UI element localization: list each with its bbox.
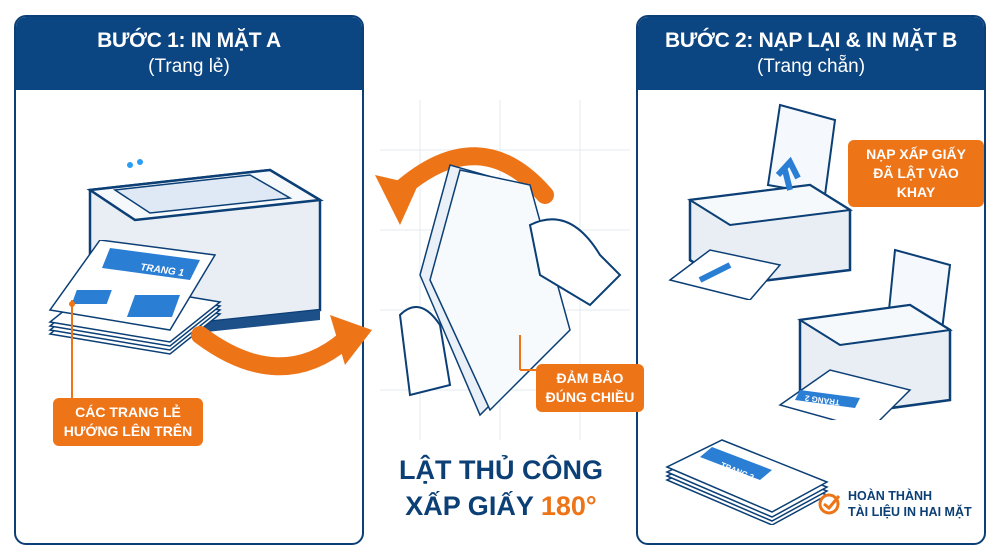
printer-illustration-step2-bottom: TRANG 2: [778, 248, 953, 420]
check-circle-icon: [818, 493, 841, 515]
glove-left-icon: [398, 306, 452, 397]
callout-line: NẠP XẤP GIẤY: [866, 146, 966, 162]
title-line1: LẬT THỦ CÔNG: [399, 455, 603, 485]
callout-line: CÁC TRANG LẺ: [75, 404, 181, 420]
flipping-paper-illustration: [398, 164, 622, 417]
manual-flip-title: LẬT THỦ CÔNG XẤP GIẤY 180°: [370, 452, 632, 524]
callout-load-flipped-stack: NẠP XẤP GIẤY ĐÃ LẬT VÀO KHAY: [848, 140, 984, 207]
glove-right-icon: [528, 218, 622, 307]
done-line2: TÀI LIỆU IN HAI MẶT: [848, 505, 972, 519]
callout-line-step1: [69, 300, 75, 400]
callout-line: ĐẢM BẢO: [556, 370, 624, 386]
page-stack-step1: TRANG 1: [48, 240, 222, 355]
callout-correct-orientation: ĐẢM BẢO ĐÚNG CHIỀU: [536, 364, 644, 412]
done-line1: HOÀN THÀNH: [848, 489, 933, 503]
step2-subtitle: (Trang chẵn): [756, 56, 866, 77]
completion-note: HOÀN THÀNH TÀI LIỆU IN HAI MẶT: [818, 488, 972, 520]
step2-header: BƯỚC 2: NẠP LẠI & IN MẶT B (Trang chẵn): [638, 17, 984, 90]
page-stack-step2: TRANG 2: [665, 439, 829, 525]
printer-illustration-step2-top: [668, 103, 853, 300]
callout-line: HƯỚNG LÊN TRÊN: [63, 423, 193, 439]
callout-odd-pages-up: CÁC TRANG LẺ HƯỚNG LÊN TRÊN: [53, 398, 203, 446]
step2-title: BƯỚC 2: NẠP LẠI & IN MẶT B: [665, 29, 957, 52]
step1-title: BƯỚC 1: IN MẶT A: [97, 29, 281, 52]
title-line2: XẤP GIẤY: [405, 491, 534, 521]
step1-subtitle: (Trang lẻ): [148, 56, 230, 77]
flip-angle: 180°: [540, 491, 597, 521]
callout-line: ĐÃ LẬT VÀO KHAY: [873, 165, 959, 200]
callout-line: ĐÚNG CHIỀU: [545, 389, 635, 405]
step1-header: BƯỚC 1: IN MẶT A (Trang lẻ): [16, 17, 362, 90]
